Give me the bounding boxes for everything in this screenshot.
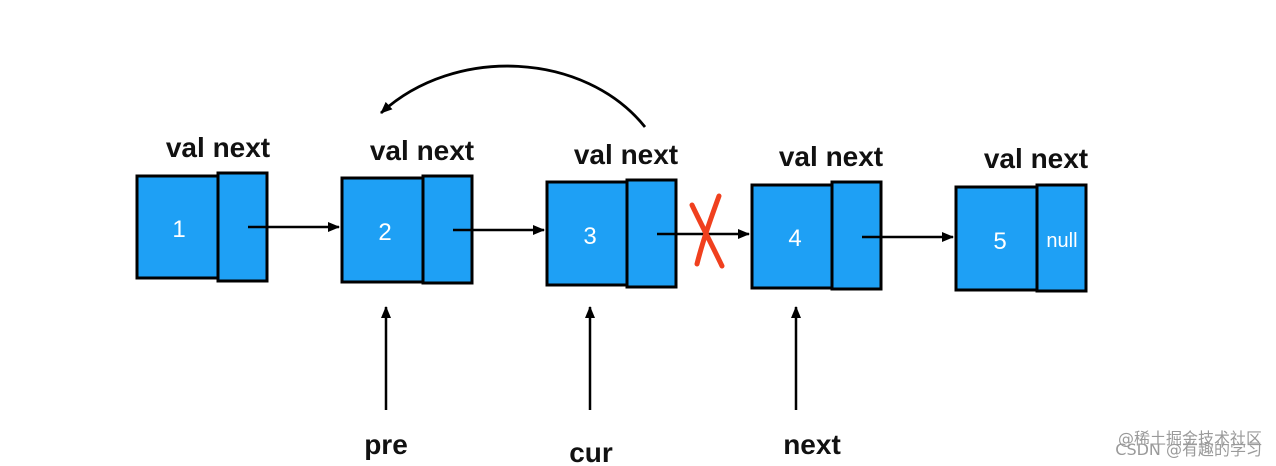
node-val-box-3 [545, 180, 629, 287]
pointer-label-cur: cur [569, 437, 613, 466]
watermark-line-2: CSDN @有趣的学习 [1115, 440, 1262, 459]
node-header-2: val next [370, 135, 474, 166]
node-val-box-1 [135, 174, 220, 280]
node-header-5: val next [984, 143, 1088, 174]
node-val-5: 5 [993, 228, 1006, 255]
node-header-3: val next [574, 139, 678, 170]
node-next-box-5 [1035, 183, 1088, 293]
watermark-line-1: @稀土掘金技术社区 [1118, 429, 1262, 448]
cross-mark-icon [689, 193, 725, 269]
node-val-3: 3 [583, 223, 596, 250]
node-next-5: null [1046, 230, 1077, 252]
list-node-5: 5 null [954, 183, 1088, 293]
node-val-4: 4 [788, 225, 801, 252]
pointer-label-next: next [783, 429, 841, 460]
node-val-box-5 [954, 185, 1039, 292]
list-node-1: 1 [135, 171, 269, 283]
node-next-box-4 [830, 180, 883, 291]
pointer-label-pre: pre [364, 429, 408, 460]
list-node-4: 4 [750, 180, 883, 291]
node-val-box-2 [340, 176, 425, 284]
curved-arrow-icon [380, 64, 647, 128]
node-val-1: 1 [172, 216, 185, 243]
node-val-2: 2 [378, 219, 391, 246]
node-val-box-4 [750, 183, 834, 290]
node-header-4: val next [779, 141, 883, 172]
node-header-1: val next [166, 132, 270, 163]
list-node-3: 3 [545, 178, 678, 289]
list-node-2: 2 [340, 174, 474, 285]
